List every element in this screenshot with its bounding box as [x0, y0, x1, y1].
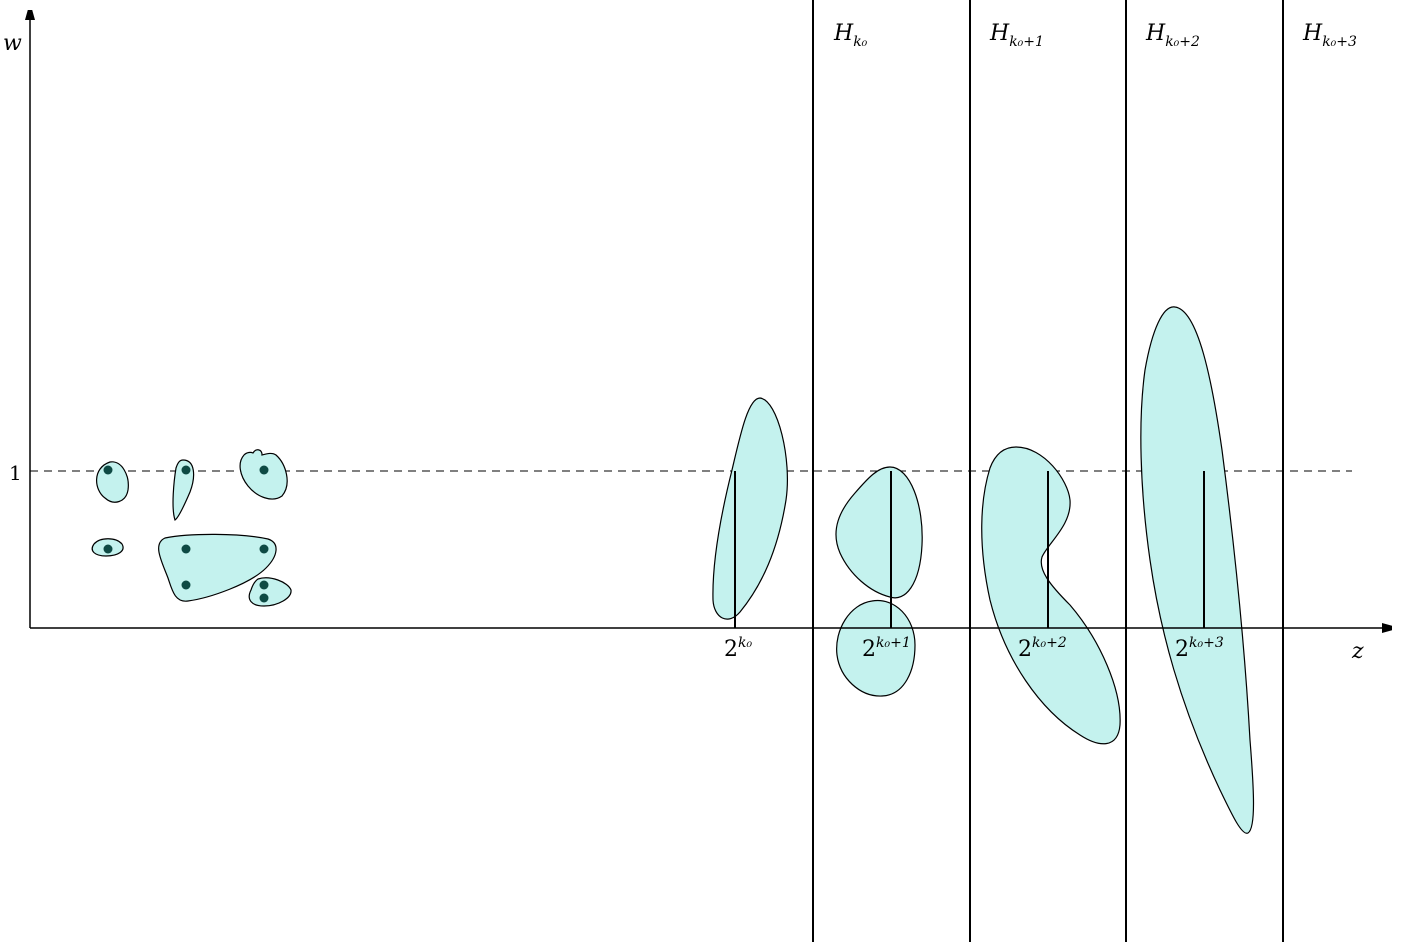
- strip-label-h-k0-plus-1: Hk₀+1: [989, 21, 1044, 50]
- cluster-point: [259, 465, 269, 475]
- x-axis-label: z: [1351, 639, 1364, 664]
- cluster-blob: [248, 577, 292, 607]
- blob-k0-plus-1-lower: [836, 599, 916, 697]
- strip-subscript: k₀: [853, 34, 867, 50]
- x-tick-label-k0-plus-2: 2k₀+2: [1018, 635, 1067, 662]
- strip-main: H: [1145, 21, 1166, 46]
- cluster-blob: [172, 459, 195, 521]
- cluster-point: [181, 544, 191, 554]
- x-tick-label-k0-plus-3: 2k₀+3: [1175, 635, 1224, 662]
- tick-base: 2: [724, 637, 738, 662]
- strip-main: H: [833, 21, 854, 46]
- blob-k0-plus-1-upper: [835, 466, 923, 599]
- strip-subscript: k₀+3: [1322, 34, 1357, 50]
- strip-label-h-k0-plus-3: Hk₀+3: [1302, 21, 1357, 50]
- cluster-point: [103, 465, 113, 475]
- cluster-point: [259, 580, 269, 590]
- cluster-point: [259, 593, 269, 603]
- x-tick-label-k0: 2k₀: [724, 635, 752, 662]
- tick-superscript: k₀+3: [1189, 635, 1224, 651]
- y-tick-label: 1: [9, 461, 22, 485]
- tick-base: 2: [862, 637, 876, 662]
- x-tick-label-k0-plus-1: 2k₀+1: [862, 635, 911, 662]
- strip-subscript: k₀+2: [1165, 34, 1200, 50]
- cluster-point: [181, 580, 191, 590]
- blob-k0: [712, 397, 788, 620]
- y-axis-label: w: [3, 31, 22, 56]
- cluster-point: [259, 544, 269, 554]
- cluster-point: [103, 544, 113, 554]
- strip-label-h-k0: Hk₀: [833, 21, 868, 50]
- strip-subscript: k₀+1: [1009, 34, 1044, 50]
- strip-main: H: [1302, 21, 1323, 46]
- tick-superscript: k₀+2: [1032, 635, 1067, 651]
- small-clusters: [91, 449, 292, 607]
- blob-k0-plus-2: [981, 446, 1121, 745]
- blob-k0-plus-3: [1140, 306, 1255, 834]
- strip-label-h-k0-plus-2: Hk₀+2: [1145, 21, 1200, 50]
- strip-main: H: [989, 21, 1010, 46]
- tick-superscript: k₀: [738, 635, 752, 651]
- tick-base: 2: [1018, 637, 1032, 662]
- cluster-blob: [96, 461, 129, 503]
- tick-base: 2: [1175, 637, 1189, 662]
- tick-superscript: k₀+1: [876, 635, 911, 651]
- cluster-point: [181, 465, 191, 475]
